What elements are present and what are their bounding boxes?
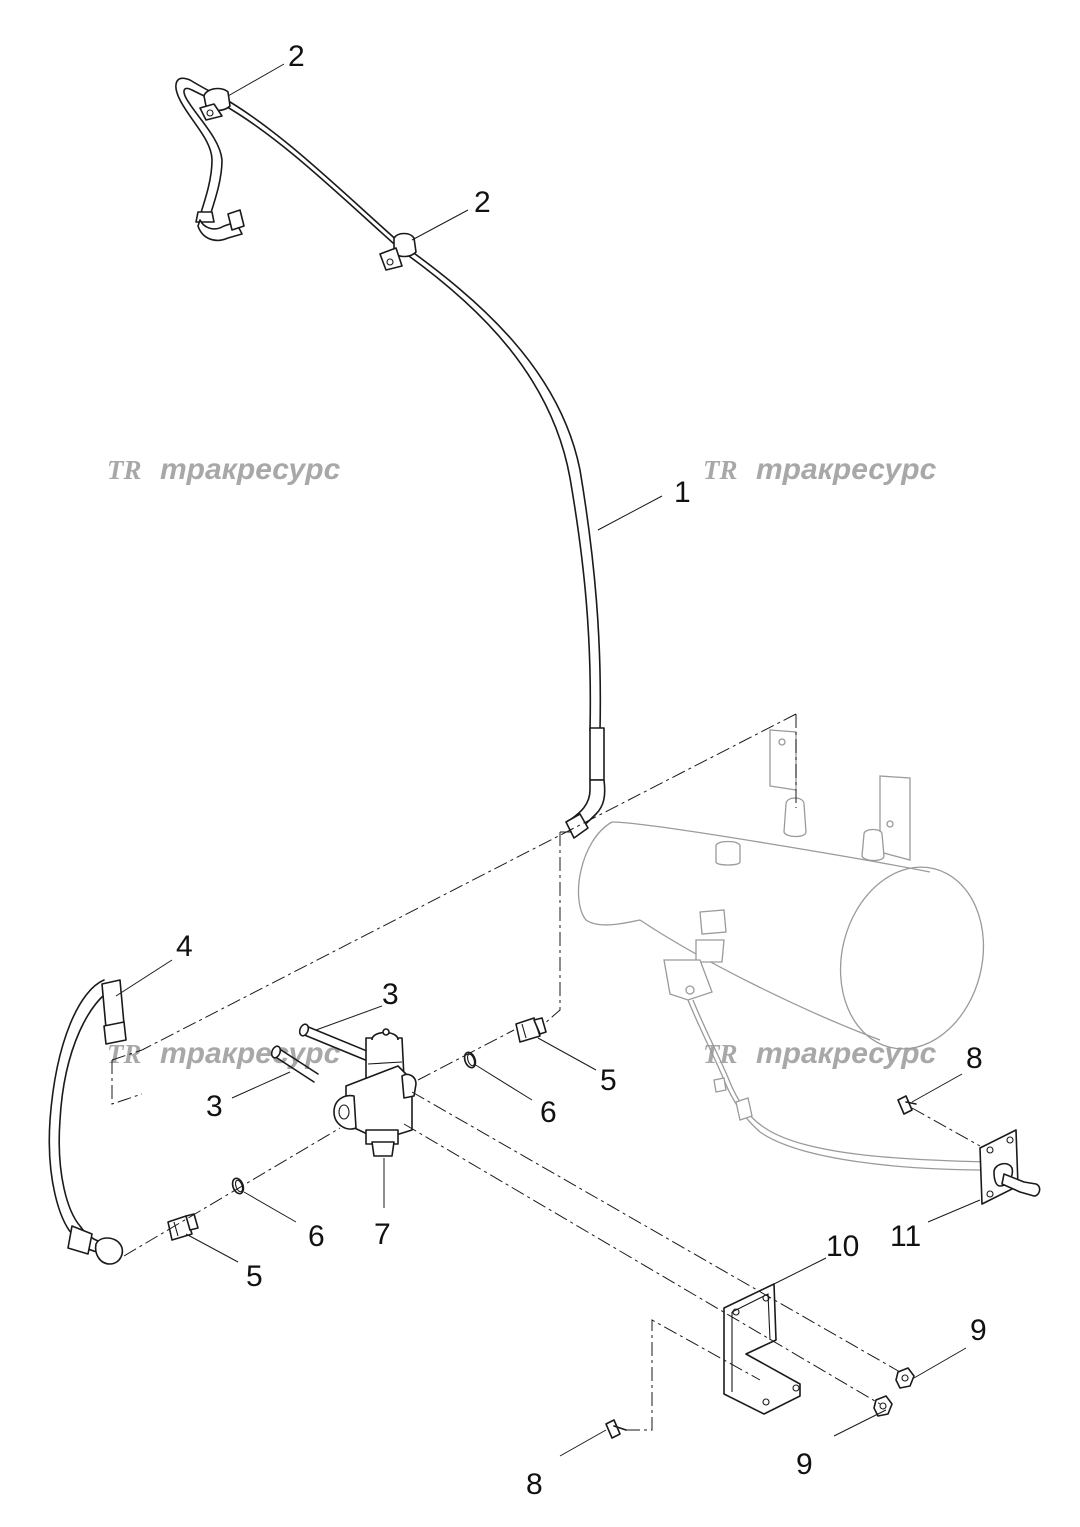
callout-5-upper: 5 — [600, 1064, 617, 1097]
nut-9-lower — [873, 1395, 893, 1417]
bolt-8-right — [897, 1095, 917, 1115]
watermark-logo: TR — [703, 1039, 738, 1069]
callout-3-lower: 3 — [206, 1090, 223, 1123]
assembly-lines — [111, 713, 981, 1431]
callout-10: 10 — [826, 1230, 859, 1263]
callout-1: 1 — [674, 476, 691, 509]
callout-6-lower: 6 — [308, 1220, 325, 1253]
hose-short — [48, 979, 127, 1265]
callout-7: 7 — [374, 1218, 391, 1251]
bolt-8-bottom — [605, 1419, 627, 1439]
watermark-text: тракресурс — [756, 453, 937, 486]
callout-9-lower: 9 — [796, 1448, 813, 1481]
callout-5-lower: 5 — [246, 1260, 263, 1293]
adapter-upper — [515, 1017, 547, 1043]
hose-long — [175, 77, 606, 839]
seal-ring-lower — [231, 1177, 245, 1195]
watermark-top-left: TR тракресурс — [107, 453, 341, 486]
callout-9-upper: 9 — [970, 1314, 987, 1347]
leader-lines — [115, 63, 981, 1457]
watermark-top-right: TR тракресурс — [703, 453, 937, 486]
callout-11: 11 — [890, 1220, 921, 1253]
callout-3-upper: 3 — [382, 978, 399, 1011]
bolt-lower — [270, 1045, 319, 1083]
watermark-mid-right: TR тракресурс — [703, 1037, 937, 1070]
watermark-logo: TR — [107, 1039, 142, 1069]
seal-ring-upper — [463, 1051, 477, 1069]
callout-8-bottom: 8 — [526, 1468, 543, 1501]
drain-handle-panel — [979, 1129, 1041, 1205]
watermark-text: тракресурс — [160, 1037, 341, 1070]
callout-2-upper: 2 — [288, 40, 305, 73]
valve — [333, 1028, 417, 1157]
callout-2-lower: 2 — [474, 186, 491, 219]
callout-6-upper: 6 — [540, 1096, 557, 1129]
watermark-text: тракресурс — [160, 453, 341, 486]
bracket — [723, 1283, 801, 1415]
watermark-mid-left: TR тракресурс — [107, 1037, 341, 1070]
callout-8-right: 8 — [966, 1042, 983, 1075]
callout-4: 4 — [176, 930, 193, 963]
callouts: 2 2 1 4 3 3 5 6 7 6 5 8 11 10 9 8 9 — [176, 40, 987, 1501]
air-tank — [577, 729, 991, 1171]
watermark-text: тракресурс — [756, 1037, 937, 1070]
watermark-logo: TR — [107, 455, 142, 485]
nut-9-upper — [895, 1367, 915, 1389]
watermark-logo: TR — [703, 455, 738, 485]
